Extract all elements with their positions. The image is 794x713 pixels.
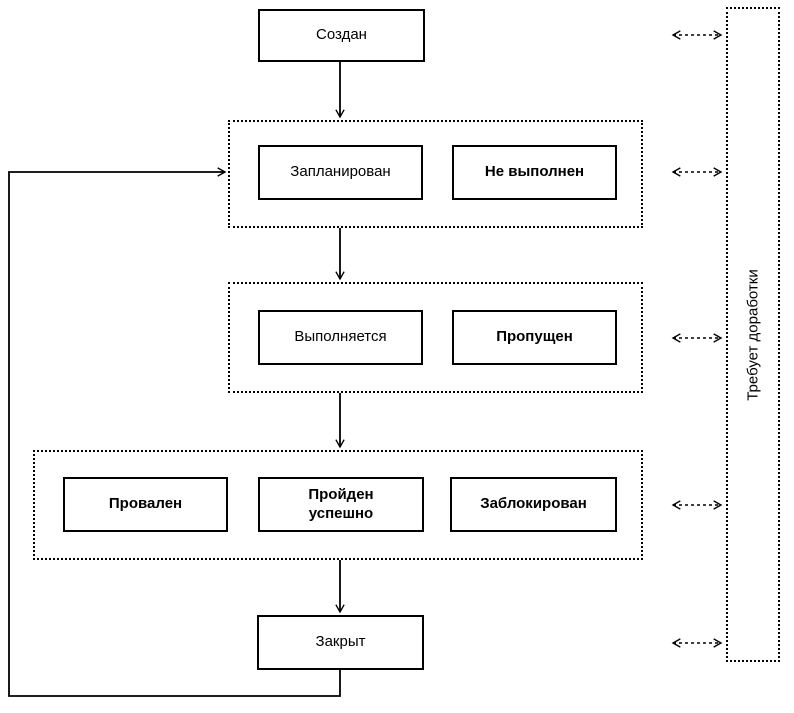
group-result-states [33,450,643,560]
node-in-progress-label: Выполняется [294,328,387,346]
group-planned-states [228,120,643,228]
node-closed-label: Закрыт [315,633,366,651]
node-in-progress: Выполняется [258,310,423,365]
node-planned-label: Запланирован [290,163,391,181]
node-blocked-label: Заблокирован [480,495,587,513]
node-skipped: Пропущен [452,310,617,365]
node-not-executed-label: Не выполнен [484,163,585,181]
node-created: Создан [258,9,425,62]
node-planned: Запланирован [258,145,423,200]
node-failed: Провален [63,477,228,532]
node-passed: Пройден успешно [258,477,424,532]
node-blocked: Заблокирован [450,477,617,532]
node-rework-label: Требует доработки [744,268,762,401]
node-skipped-label: Пропущен [496,328,573,346]
node-created-label: Создан [316,26,367,44]
group-execution-states [228,282,643,393]
node-not-executed: Не выполнен [452,145,617,200]
node-closed: Закрыт [257,615,424,670]
node-passed-label: Пройден успешно [308,485,374,522]
node-failed-label: Провален [108,495,183,513]
group-rework: Требует доработки [726,7,780,662]
